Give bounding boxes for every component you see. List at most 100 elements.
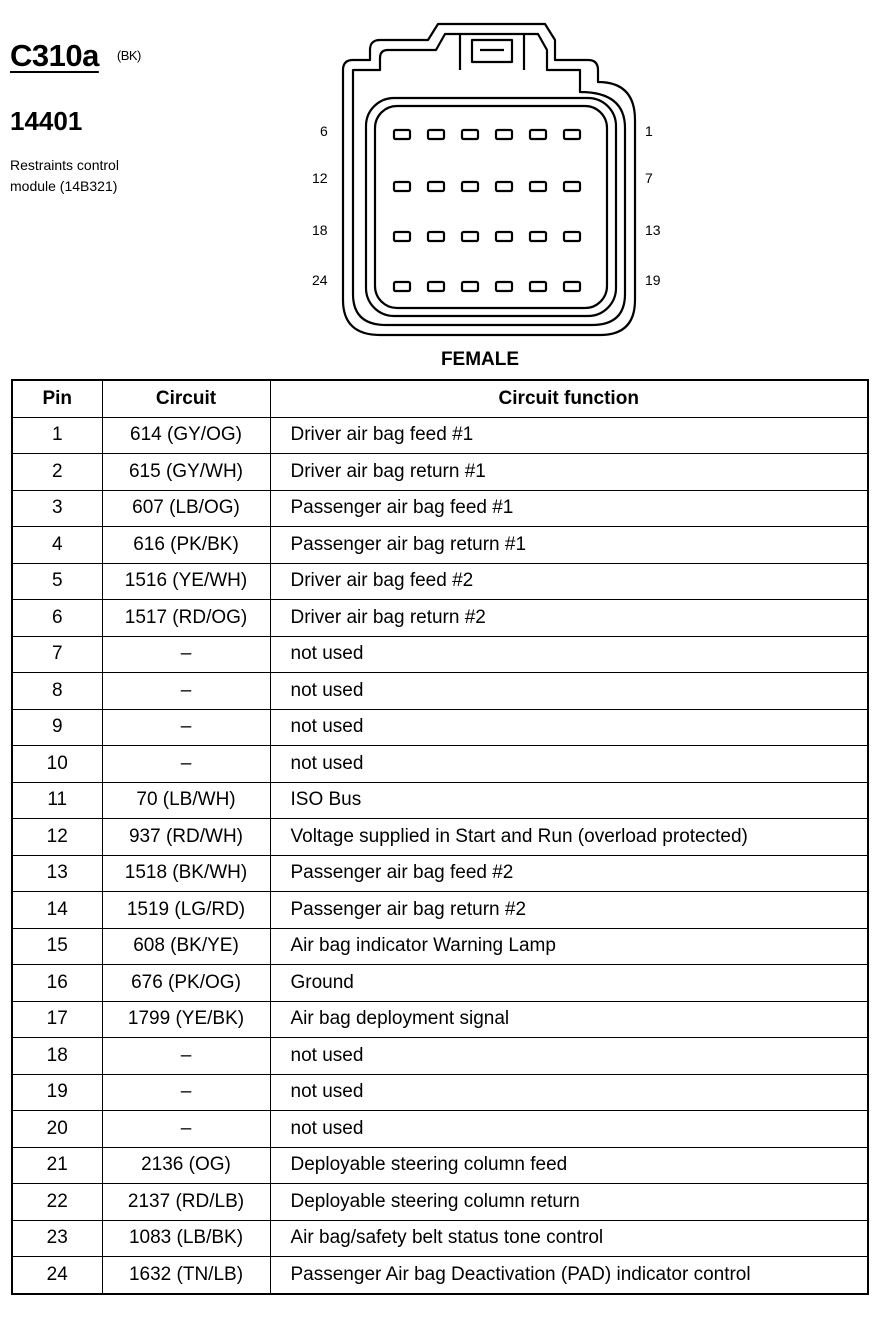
function-cell: not used bbox=[269, 635, 869, 673]
row-label-left-3: 18 bbox=[312, 222, 328, 238]
pin-cell: 6 bbox=[11, 599, 103, 637]
pin-cavity bbox=[562, 230, 582, 243]
function-cell: not used bbox=[269, 1037, 869, 1075]
circuit-cell: 608 (BK/YE) bbox=[101, 927, 271, 965]
function-cell: Passenger air bag return #1 bbox=[269, 526, 869, 564]
function-cell: Driver air bag feed #2 bbox=[269, 562, 869, 600]
pin-cell: 8 bbox=[11, 672, 103, 710]
pin-cell: 13 bbox=[11, 854, 103, 892]
circuit-cell: 1799 (YE/BK) bbox=[101, 1000, 271, 1038]
circuit-cell: – bbox=[101, 1037, 271, 1075]
pin-cell: 10 bbox=[11, 745, 103, 783]
pin-cavity bbox=[426, 180, 446, 193]
table-row: 20–not used bbox=[11, 1110, 869, 1148]
function-cell: Passenger air bag return #2 bbox=[269, 891, 869, 929]
row-label-left-1: 6 bbox=[320, 123, 328, 139]
pin-cavity bbox=[494, 128, 514, 141]
circuit-cell: – bbox=[101, 1110, 271, 1148]
connector-name: C310a bbox=[10, 38, 99, 73]
function-cell: not used bbox=[269, 708, 869, 746]
function-cell: Voltage supplied in Start and Run (overl… bbox=[269, 818, 869, 856]
pin-cell: 4 bbox=[11, 526, 103, 564]
function-cell: Air bag/safety belt status tone control bbox=[269, 1219, 869, 1257]
pin-cavity bbox=[460, 128, 480, 141]
pin-cell: 9 bbox=[11, 708, 103, 746]
circuit-cell: 2136 (OG) bbox=[101, 1146, 271, 1184]
function-cell: Passenger air bag feed #2 bbox=[269, 854, 869, 892]
pin-cavity bbox=[494, 230, 514, 243]
circuit-cell: 1518 (BK/WH) bbox=[101, 854, 271, 892]
pin-cavity bbox=[562, 128, 582, 141]
connector-face-diagram: 6 12 18 24 1 7 13 19 bbox=[312, 22, 661, 337]
circuit-cell: – bbox=[101, 745, 271, 783]
row-label-right-3: 13 bbox=[645, 222, 661, 238]
pin-cell: 16 bbox=[11, 964, 103, 1002]
pin-cavity bbox=[426, 230, 446, 243]
circuit-cell: 1519 (LG/RD) bbox=[101, 891, 271, 929]
table-row: 10–not used bbox=[11, 745, 869, 783]
function-cell: Air bag deployment signal bbox=[269, 1000, 869, 1038]
circuit-cell: 614 (GY/OG) bbox=[101, 416, 271, 454]
function-cell: not used bbox=[269, 745, 869, 783]
component-description: Restraints control module (14B321) bbox=[10, 155, 210, 197]
function-cell: not used bbox=[269, 1110, 869, 1148]
pin-cavity bbox=[528, 128, 548, 141]
pin-cavity bbox=[392, 280, 412, 293]
connector-gender-label: FEMALE bbox=[440, 349, 520, 370]
circuit-cell: 937 (RD/WH) bbox=[101, 818, 271, 856]
function-cell: Passenger Air bag Deactivation (PAD) ind… bbox=[269, 1256, 869, 1294]
row-label-left-2: 12 bbox=[312, 170, 328, 186]
pin-cell: 3 bbox=[11, 489, 103, 527]
description-line-1: Restraints control bbox=[10, 157, 119, 173]
pin-cell: 18 bbox=[11, 1037, 103, 1075]
pin-cavity bbox=[392, 230, 412, 243]
pin-cavity bbox=[528, 230, 548, 243]
row-label-right-1: 1 bbox=[645, 123, 653, 139]
pin-cell: 21 bbox=[11, 1146, 103, 1184]
pin-cell: 5 bbox=[11, 562, 103, 600]
circuit-cell: – bbox=[101, 708, 271, 746]
pin-cell: 11 bbox=[11, 781, 103, 819]
function-cell: Driver air bag return #2 bbox=[269, 599, 869, 637]
pin-cavity bbox=[528, 180, 548, 193]
table-row: 9–not used bbox=[11, 708, 869, 746]
pin-cell: 15 bbox=[11, 927, 103, 965]
function-cell: Passenger air bag feed #1 bbox=[269, 489, 869, 527]
pin-cell: 2 bbox=[11, 453, 103, 491]
row-label-right-4: 19 bbox=[645, 272, 661, 288]
table-row: 18–not used bbox=[11, 1037, 869, 1075]
pin-cell: 7 bbox=[11, 635, 103, 673]
pin-cell: 12 bbox=[11, 818, 103, 856]
pin-cell: 24 bbox=[11, 1256, 103, 1294]
function-cell: Driver air bag feed #1 bbox=[269, 416, 869, 454]
circuit-cell: 607 (LB/OG) bbox=[101, 489, 271, 527]
table-row: 19–not used bbox=[11, 1073, 869, 1111]
pin-cavity bbox=[460, 180, 480, 193]
circuit-cell: 1517 (RD/OG) bbox=[101, 599, 271, 637]
circuit-cell: – bbox=[101, 1073, 271, 1111]
function-cell: Deployable steering column feed bbox=[269, 1146, 869, 1184]
pin-cavity bbox=[562, 180, 582, 193]
pin-cavity bbox=[426, 128, 446, 141]
function-cell: Deployable steering column return bbox=[269, 1183, 869, 1221]
connector-id: C310a(BK) bbox=[10, 38, 141, 74]
header-circuit: Circuit bbox=[101, 379, 271, 418]
connector-cavity bbox=[364, 96, 618, 318]
pin-cavity bbox=[460, 280, 480, 293]
pin-cell: 23 bbox=[11, 1219, 103, 1257]
pin-cell: 19 bbox=[11, 1073, 103, 1111]
table-row: 8–not used bbox=[11, 672, 869, 710]
circuit-cell: 616 (PK/BK) bbox=[101, 526, 271, 564]
